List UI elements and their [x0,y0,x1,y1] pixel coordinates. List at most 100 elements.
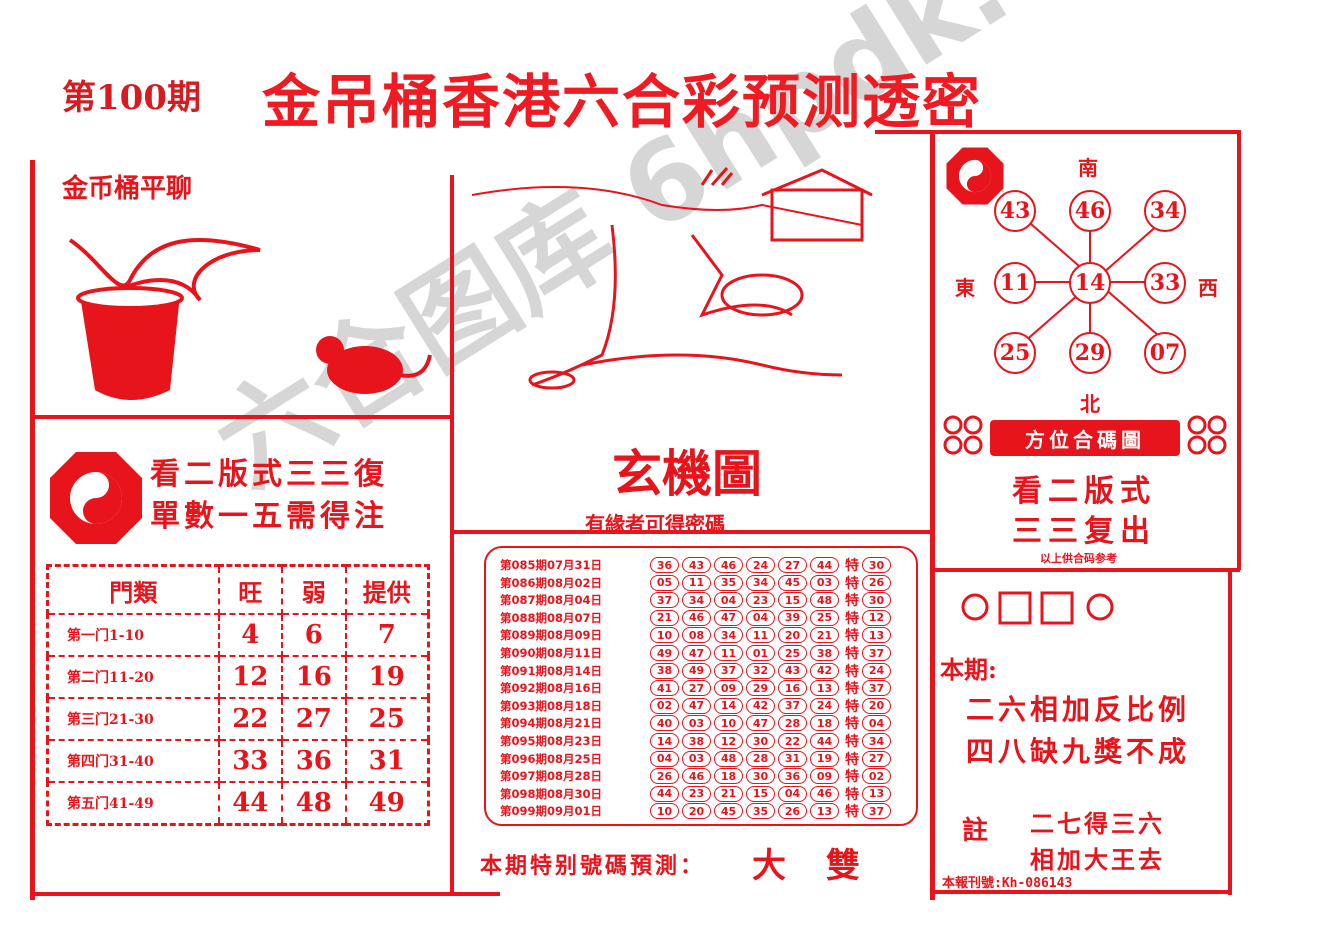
row-label: 第五门41-49 [46,780,220,826]
history-number: 16 [778,680,807,697]
history-row-label: 第098期08月30日 [500,786,603,801]
history-special-number: 37 [862,645,891,661]
special-marker: 特 [845,751,859,768]
history-number: 28 [746,750,775,767]
flower-left-icon [943,415,983,455]
history-number: 13 [810,680,839,697]
table-header: 旺 [217,564,284,615]
history-special-number: 13 [862,785,891,802]
history-number: 43 [682,557,711,573]
history-special-number: 13 [862,627,891,644]
history-row-label: 第086期08月02日 [500,575,603,590]
history-number: 23 [746,592,775,609]
history-number: 19 [810,750,839,767]
table-cell: 31 [344,738,430,783]
direction-south: 南 [1078,156,1098,180]
history-number: 43 [778,662,807,679]
history-number: 25 [810,609,839,626]
special-marker: 特 [845,698,859,715]
publication-code: 本報刊號:Kh-086143 [942,876,1073,891]
history-number: 37 [714,662,743,679]
direction-west: 西 [1198,276,1218,300]
history-special-number: 04 [862,715,891,732]
picture-title: 玄機圖 [612,445,762,503]
history-number: 08 [682,627,711,644]
history-number: 21 [714,785,743,802]
table-cell: 27 [281,696,347,741]
history-row-label: 第089期08月09日 [500,628,603,643]
history-number: 46 [682,609,711,626]
table-cell: 33 [217,738,284,783]
history-number: 46 [682,768,711,785]
right-top-border [875,130,1240,134]
history-number: 24 [746,557,775,573]
history-number: 34 [746,574,775,591]
history-row-label: 第097期08月28日 [500,769,603,784]
compass-number-e: 33 [1144,262,1186,304]
history-number: 38 [810,645,839,661]
right-bottom-border [930,890,1232,894]
history-number: 34 [682,592,711,609]
history-number: 25 [778,645,807,661]
special-marker: 特 [845,558,859,574]
history-number: 44 [810,557,839,573]
history-number: 40 [650,715,679,732]
special-marker: 特 [845,610,859,627]
table-row: 第五门41-49 44 48 49 [46,780,430,826]
history-number: 45 [778,574,807,591]
bucket-illustration [68,238,261,400]
row-label: 第一门1-10 [46,613,220,657]
row-label: 第四门31-40 [46,738,220,783]
bottom-border [30,892,500,896]
deco-pattern [961,591,1114,625]
left-subtitle: 金币桶平聊 [62,174,193,204]
table-row: 第三门21-30 22 27 25 [46,696,430,741]
table-cell: 16 [281,654,347,699]
special-prediction-label: 本期特别號碼預測： [480,853,706,879]
special-marker: 特 [845,646,859,662]
history-number: 42 [810,662,839,679]
history-row-label: 第096期08月25日 [500,751,603,766]
right-tip-line-1: 看二版式 [1012,474,1156,509]
history-number: 14 [714,697,743,714]
issue-number: 第100期 [62,78,201,118]
poem-line-2: 四八缺九獎不成 [966,735,1191,768]
history-number: 11 [682,574,711,591]
right-mid-divider [930,568,1240,572]
direction-east: 東 [955,276,975,300]
table-cell: 49 [344,780,430,826]
table-cell: 44 [217,780,284,826]
history-number: 10 [714,715,743,732]
mystery-picture [471,167,873,390]
history-number: 36 [778,768,807,785]
history-row-label: 第091期08月14日 [500,663,603,678]
history-number: 35 [714,574,743,591]
bagua-icon [50,452,142,544]
history-number: 44 [650,785,679,802]
history-special-number: 24 [862,662,891,679]
table-cell: 12 [217,654,284,699]
table-cell: 6 [281,613,347,657]
history-number: 03 [682,750,711,767]
history-number: 32 [746,662,775,679]
table-cell: 22 [217,696,284,741]
history-number: 47 [714,609,743,626]
special-marker: 特 [845,786,859,803]
history-row-label: 第087期08月04日 [500,593,603,608]
left-tip-line-2: 單數一五需得注 [150,499,388,534]
history-number: 47 [682,697,711,714]
history-number: 22 [778,733,807,749]
note-label: 註 [962,816,989,846]
left-mid-divider [30,415,450,419]
poem-line-1: 二六相加反比例 [966,693,1191,726]
history-number: 18 [714,768,743,785]
history-number: 02 [650,697,679,714]
